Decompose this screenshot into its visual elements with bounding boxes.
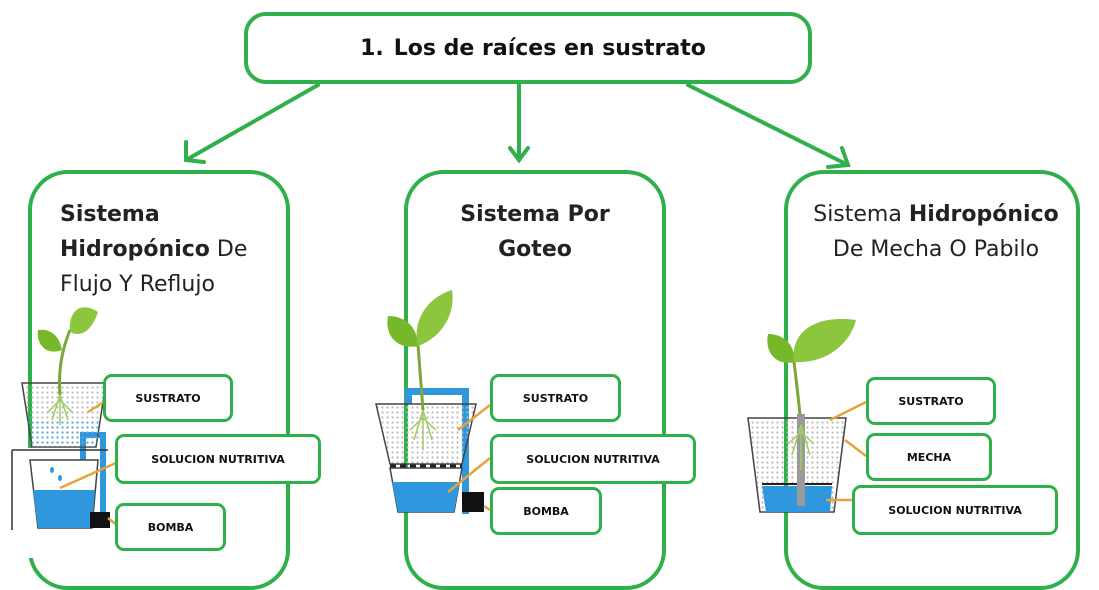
panel-2-title: Sistema Por Goteo [420,197,650,267]
label-sustrato-2: SUSTRATO [490,374,621,422]
panel-1-title-bold: Hidropónico [60,237,210,262]
arrow-left [184,83,320,164]
panel-3-title-pre: Sistema [813,202,902,227]
panel-1-title: Sistema Hidropónico De Flujo Y Reflujo [60,197,285,302]
panel-2-title-line2: Goteo [498,237,572,262]
label-solucion-nutritiva-3: SOLUCION NUTRITIVA [852,485,1058,535]
panel-3-title-bold: Hidropónico [908,202,1059,227]
illustration-ebb-flow [0,307,119,558]
panel-1-title-line3: Flujo Y Reflujo [60,272,215,297]
arrow-right [686,83,851,169]
panel-1-title-line1: Sistema [60,202,160,227]
panel-1-title-de: De [216,237,248,262]
label-bomba-1: BOMBA [115,503,226,551]
panel-3-title: Sistema Hidropónico De Mecha O Pabilo [795,197,1077,267]
root-title: Los de raíces en sustrato [393,35,706,61]
label-sustrato-3: SUSTRATO [866,377,996,425]
label-bomba-2: BOMBA [490,487,602,535]
root-number: 1. [360,35,384,61]
illustration-drip [375,290,491,514]
root-node: 1. Los de raíces en sustrato [244,12,812,84]
panel-2-title-line1: Sistema Por [460,202,610,227]
label-solucion-nutritiva-2: SOLUCION NUTRITIVA [490,434,696,484]
label-sustrato-1: SUSTRATO [103,374,233,422]
arrow-center [508,83,530,164]
illustration-wick [747,319,867,513]
label-mecha: MECHA [866,433,992,481]
label-solucion-nutritiva-1: SOLUCION NUTRITIVA [115,434,321,484]
diagram-graphics [0,83,867,558]
panel-3-title-line2: De Mecha O Pabilo [832,237,1040,262]
